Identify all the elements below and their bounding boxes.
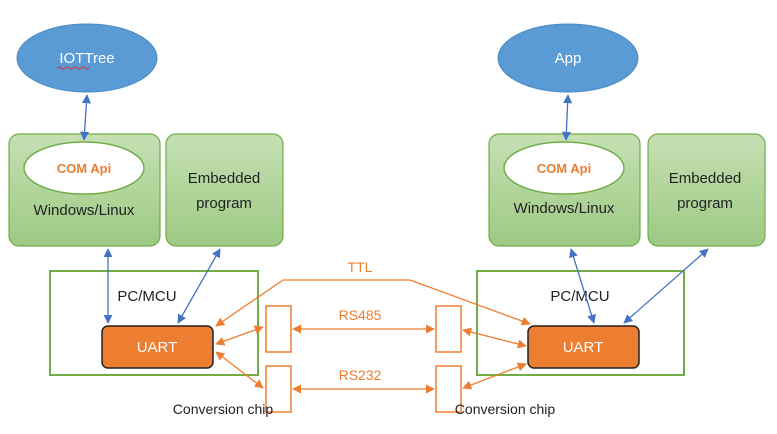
spellcheck-underline xyxy=(56,66,90,70)
iottree-label: IOTTree xyxy=(59,50,114,67)
conv-chip-right-rs232 xyxy=(435,365,462,413)
embedded-box-right xyxy=(647,133,766,247)
com-api-right-node xyxy=(503,141,625,195)
app-node xyxy=(497,23,639,93)
embedded-right-line2: program xyxy=(677,195,733,212)
com-api-right-label: COM Api xyxy=(537,161,591,176)
ttl-label: TTL xyxy=(348,259,373,275)
com-api-left-node xyxy=(23,141,145,195)
link-uart-left-conv232 xyxy=(215,351,264,389)
link-uart-left-conv485 xyxy=(215,325,264,346)
pcmcu-left-label: PC/MCU xyxy=(117,288,176,305)
conv-chip-right-rs485 xyxy=(435,305,462,353)
embedded-right-line1: Embedded xyxy=(669,170,742,187)
embedded-left-line1: Embedded xyxy=(188,170,261,187)
conv-chip-left-rs232 xyxy=(265,365,292,413)
link-conv485-uart-right xyxy=(462,327,527,349)
os-right-label: Windows/Linux xyxy=(514,200,615,217)
link-embedded-left-uart xyxy=(177,248,221,324)
rs485-label: RS485 xyxy=(339,307,382,323)
embedded-box-left xyxy=(165,133,284,247)
pcmcu-right-label: PC/MCU xyxy=(550,288,609,305)
com-api-left-label: COM Api xyxy=(57,161,111,176)
uart-left-label: UART xyxy=(137,339,178,356)
link-iottree-comapi xyxy=(80,94,91,141)
app-label: App xyxy=(555,50,582,67)
rs232-label: RS232 xyxy=(339,367,382,383)
link-ttl xyxy=(215,279,531,327)
link-app-comapi xyxy=(561,94,573,141)
os-left-label: Windows/Linux xyxy=(34,202,135,219)
link-embedded-right-uart xyxy=(623,248,709,324)
conv-chip-left-rs485 xyxy=(265,305,292,353)
uart-box-left xyxy=(101,325,214,369)
conv-chip-left-label: Conversion chip xyxy=(173,401,274,417)
iottree-node xyxy=(16,23,158,93)
embedded-left-line2: program xyxy=(196,195,252,212)
link-os-right-uart xyxy=(569,248,596,324)
conv-chip-right-label: Conversion chip xyxy=(455,401,556,417)
uart-box-right xyxy=(527,325,640,369)
link-conv232-uart-right xyxy=(462,362,527,390)
uart-right-label: UART xyxy=(563,339,604,356)
